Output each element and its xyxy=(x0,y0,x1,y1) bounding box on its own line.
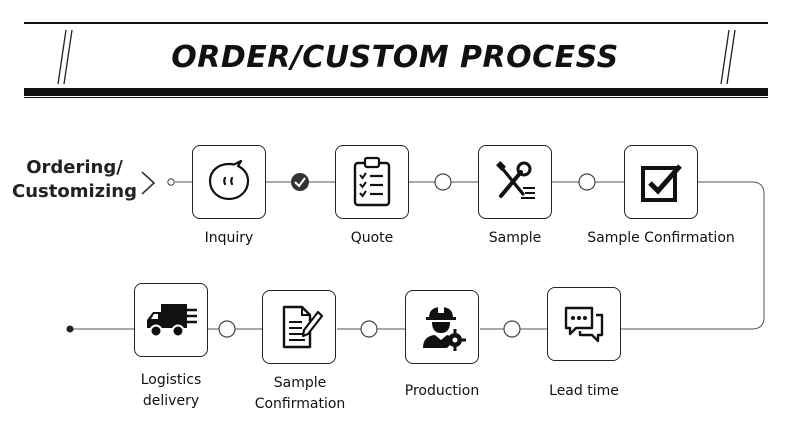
page-title: ORDER/CUSTOM PROCESS xyxy=(171,40,619,75)
header-slash-left-1 xyxy=(57,29,67,85)
header-thin-rule xyxy=(24,97,768,98)
tools-wrench-screwdriver-icon xyxy=(496,161,535,199)
step-inquiry xyxy=(192,145,266,219)
header-slash-right-1 xyxy=(720,29,730,85)
checkbox-checked-icon xyxy=(641,164,682,202)
step-label-sample: Sample xyxy=(488,230,542,246)
label-line: delivery xyxy=(142,393,200,409)
end-node xyxy=(66,325,74,333)
step-sample-confirmation xyxy=(624,145,698,219)
step-sample-confirmation-2 xyxy=(262,290,336,364)
document-pen-icon xyxy=(282,305,324,349)
step-lead-time xyxy=(547,287,621,361)
intro-line-1: Ordering/ xyxy=(26,157,123,178)
header-top-line xyxy=(24,22,768,24)
intro-line-2: Customizing xyxy=(12,181,137,202)
chat-bubbles-icon xyxy=(564,306,604,343)
step-label-sample-confirmation-2: Sample Confirmation xyxy=(250,373,350,415)
clipboard-checklist-icon xyxy=(353,156,391,207)
step-label-logistics-delivery: Logistics delivery xyxy=(126,370,216,412)
delivery-truck-icon xyxy=(147,304,197,338)
node-2 xyxy=(434,173,452,191)
step-label-production: Production xyxy=(404,383,480,399)
chat-face-icon xyxy=(208,159,250,201)
step-label-quote: Quote xyxy=(350,230,394,246)
label-line: Sample xyxy=(273,375,327,391)
node-3 xyxy=(578,173,596,191)
step-label-sample-confirmation: Sample Confirmation xyxy=(587,230,735,246)
chevron-right-icon xyxy=(141,171,156,195)
node-6 xyxy=(218,320,236,338)
header-slash-right-2 xyxy=(726,29,736,85)
check-node-icon xyxy=(291,173,309,191)
step-sample xyxy=(478,145,552,219)
step-production xyxy=(405,290,479,364)
node-5 xyxy=(360,320,378,338)
step-label-lead-time: Lead time xyxy=(549,383,619,399)
start-node xyxy=(167,178,175,186)
ordering-customizing-label: Ordering/ Customizing xyxy=(12,156,137,204)
label-line: Logistics xyxy=(140,372,202,388)
worker-gear-icon xyxy=(423,305,466,351)
header-slash-left-2 xyxy=(63,29,73,85)
header-thick-rule xyxy=(24,88,768,96)
label-line: Confirmation xyxy=(254,396,346,412)
step-logistics-delivery xyxy=(134,283,208,357)
node-4 xyxy=(503,320,521,338)
step-quote xyxy=(335,145,409,219)
step-label-inquiry: Inquiry xyxy=(204,230,254,246)
